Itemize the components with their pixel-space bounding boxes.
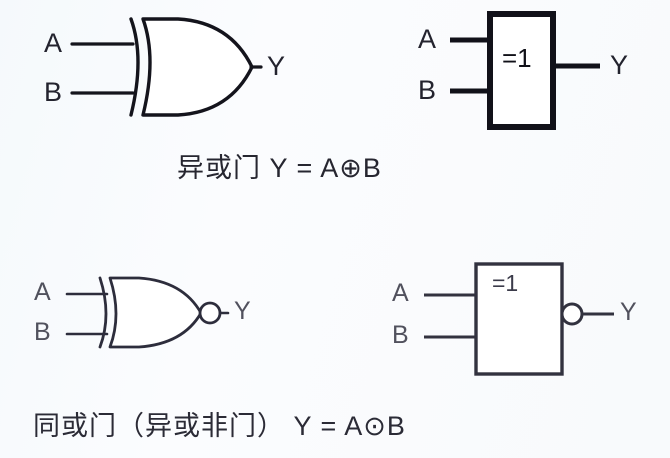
- xnor-box-input-a-label: A: [392, 279, 410, 307]
- xnor-inverting-bubble: [198, 301, 222, 325]
- xnor-input-a-label: A: [34, 278, 52, 306]
- xnor-box-inverting-bubble: [560, 302, 584, 326]
- xor-input-b-label: B: [44, 77, 63, 107]
- xnor-back-arc: [98, 276, 108, 349]
- xor-box-input-b-label: B: [418, 75, 437, 105]
- xnor-distinctive-symbol: [65, 276, 230, 349]
- xor-output-y-label: Y: [267, 51, 286, 81]
- xnor-output-y-label: Y: [234, 297, 252, 325]
- xnor-input-b-label: B: [34, 318, 52, 346]
- xnor-caption: 同或门（异或非门） Y = A⊙B: [33, 411, 406, 441]
- xor-back-arc: [129, 17, 140, 117]
- xor-input-a-label: A: [44, 28, 63, 58]
- xnor-box-output-y-label: Y: [620, 298, 638, 326]
- xnor-gate-body: [108, 276, 203, 349]
- xor-rect-symbol: [450, 11, 600, 130]
- xor-box-input-a-label: A: [418, 24, 437, 54]
- xor-distinctive-symbol: [70, 17, 263, 117]
- xnor-rect-symbol: [424, 262, 614, 376]
- xor-box-text: =1: [502, 43, 532, 73]
- xor-caption: 异或门 Y = A⊕B: [177, 153, 382, 183]
- xor-gate-body: [141, 17, 254, 117]
- xnor-box-rectangle: [474, 262, 564, 376]
- xor-box-rectangle: [487, 11, 556, 130]
- xor-box-output-y-label: Y: [610, 50, 629, 80]
- xnor-box-text: =1: [492, 270, 519, 296]
- xnor-box-input-b-label: B: [392, 321, 410, 349]
